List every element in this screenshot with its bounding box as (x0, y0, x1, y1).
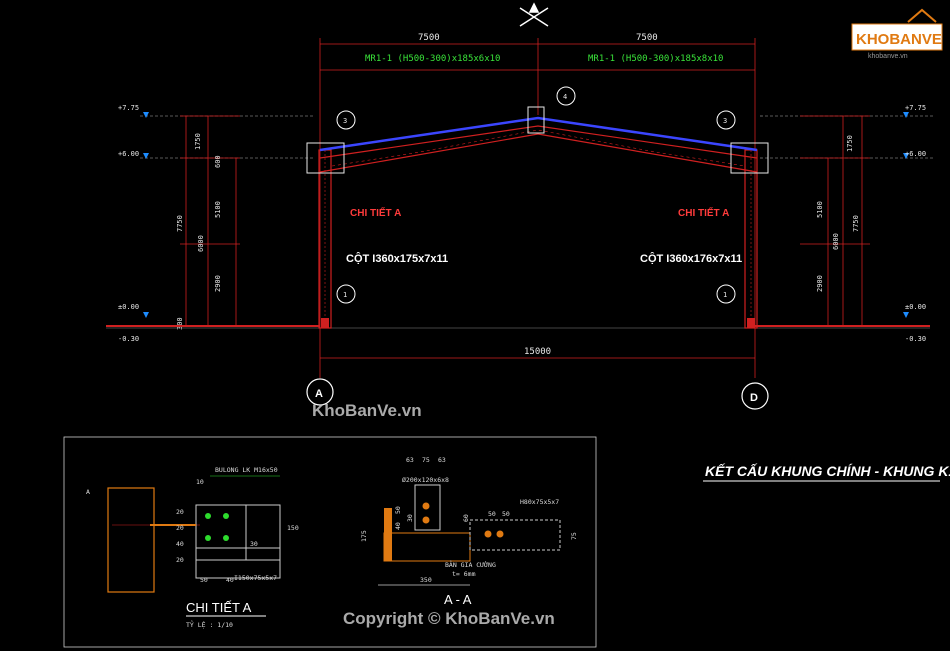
section-width: 350 (420, 576, 432, 584)
section-aa-top-dims: 63 75 63 (406, 456, 446, 464)
beam-label-right: MR1-1 (H500-300)x185x8x10 (588, 54, 723, 64)
svg-text:75: 75 (570, 532, 578, 540)
svg-text:63: 63 (438, 456, 446, 464)
detail-label-left: CHI TIẾT A (350, 206, 401, 219)
svg-text:30: 30 (406, 514, 414, 522)
stiffener-thickness: t= 6mm (452, 570, 476, 578)
section-plate-label: Ø200x120x6x8 (402, 476, 449, 484)
section-height: 175 (360, 530, 368, 542)
svg-text:40: 40 (394, 522, 402, 530)
plate-label: I150x75x5x7 (234, 574, 277, 582)
svg-text:75: 75 (422, 456, 430, 464)
detail-a-scale: TỶ LỆ : 1/10 (186, 620, 233, 629)
detail-a-title: CHI TIẾT A (186, 600, 252, 615)
beam-label-left: MR1-1 (H500-300)x185x6x10 (365, 54, 500, 64)
detail-a-drawing (107, 475, 281, 593)
section-aa-title: A - A (444, 592, 472, 607)
bolt-label: BULONG LK M16x50 (215, 466, 278, 474)
span-right: 7500 (636, 33, 658, 43)
level-right-1: +7.75 (905, 104, 926, 112)
level-right-3: ±0.00 (905, 303, 926, 311)
dim-l-1750: 1750 (194, 133, 202, 150)
watermark-top: KhoBanVe.vn (312, 401, 422, 420)
dim-l-7750: 7750 (176, 215, 184, 232)
logo-text: KHOBANVE (856, 31, 942, 48)
svg-text:60: 60 (462, 514, 470, 522)
level-markers (143, 112, 909, 318)
svg-text:30: 30 (250, 540, 258, 548)
section-mark: A (86, 488, 90, 496)
level-left-1: +7.75 (118, 104, 139, 112)
svg-text:20: 20 (176, 508, 184, 516)
rafters (319, 116, 758, 173)
svg-text:20: 20 (176, 524, 184, 532)
total-span: 15000 (524, 347, 551, 357)
span-dimension (319, 330, 756, 378)
axis-d: D (750, 392, 758, 404)
bubble-3-right: 3 (723, 117, 727, 125)
detail-bubbles (336, 86, 736, 304)
dim-l-6000: 6000 (197, 235, 205, 252)
svg-text:50: 50 (394, 506, 402, 514)
level-right-2: +6.00 (905, 150, 926, 158)
dim-l-5100: 5100 (214, 201, 222, 218)
stiffener-label: BẢN GIA CƯỜNG (445, 560, 496, 569)
section-aa-side-dims: 50 40 30 60 50 50 75 (394, 506, 578, 540)
span-left: 7500 (418, 33, 440, 43)
left-dim-lines (180, 115, 240, 327)
bubble-4: 4 (563, 93, 567, 101)
ground-line (106, 325, 930, 329)
svg-text:40: 40 (176, 540, 184, 548)
connection-boxes (306, 106, 769, 174)
level-left-2: +6.00 (118, 150, 139, 158)
north-arrow-icon (519, 2, 549, 27)
level-lines (140, 115, 935, 159)
detail-panel (63, 436, 597, 648)
detail-label-right: CHI TIẾT A (678, 206, 729, 219)
bubble-3-left: 3 (343, 117, 347, 125)
svg-text:63: 63 (406, 456, 414, 464)
bubble-1-right: 1 (723, 291, 727, 299)
watermark-bottom: Copyright © KhoBanVe.vn (343, 609, 555, 628)
level-left-4: -0.30 (118, 335, 139, 343)
logo-sub: khobanve.vn (868, 53, 908, 60)
svg-text:40: 40 (226, 576, 234, 584)
svg-text:50: 50 (488, 510, 496, 518)
svg-text:20: 20 (176, 556, 184, 564)
logo: KHOBANVE khobanve.vn (851, 8, 943, 60)
dim-l-2900: 2900 (214, 275, 222, 292)
right-dim-text: 1750 5100 6000 7750 2900 (816, 135, 860, 292)
dim-r-7750: 7750 (852, 215, 860, 232)
column-label-left: CỘT I360x175x7x11 (346, 252, 448, 265)
dim-r-1750: 1750 (846, 135, 854, 152)
column-label-right: CỘT I360x176x7x11 (640, 252, 742, 265)
svg-text:150: 150 (287, 524, 299, 532)
svg-text:10: 10 (196, 478, 204, 486)
svg-text:50: 50 (200, 576, 208, 584)
main-title: KẾT CẤU KHUNG CHÍNH - KHUNG K1 (705, 462, 950, 479)
left-dim-text: 1750 600 7750 5100 6000 2900 300 (176, 133, 222, 330)
top-dimension (319, 38, 756, 330)
dim-r-6000: 6000 (832, 233, 840, 250)
level-right-4: -0.30 (905, 335, 926, 343)
dim-l-300: 300 (176, 317, 184, 330)
detail-a-dims: 10 20 20 40 20 150 30 50 40 (176, 478, 299, 584)
svg-text:50: 50 (502, 510, 510, 518)
level-left-3: ±0.00 (118, 303, 139, 311)
bubble-1-left: 1 (343, 291, 347, 299)
bubble-labels: 3 4 3 1 1 (343, 93, 727, 299)
dim-r-2900: 2900 (816, 275, 824, 292)
section-angle-label: H80x75x5x7 (520, 498, 559, 506)
axis-a: A (315, 388, 323, 400)
column-left (318, 149, 332, 329)
dim-l-600: 600 (214, 155, 222, 168)
section-aa-drawing (378, 484, 561, 586)
dim-r-5100: 5100 (816, 201, 824, 218)
axis-bubbles (306, 378, 769, 410)
